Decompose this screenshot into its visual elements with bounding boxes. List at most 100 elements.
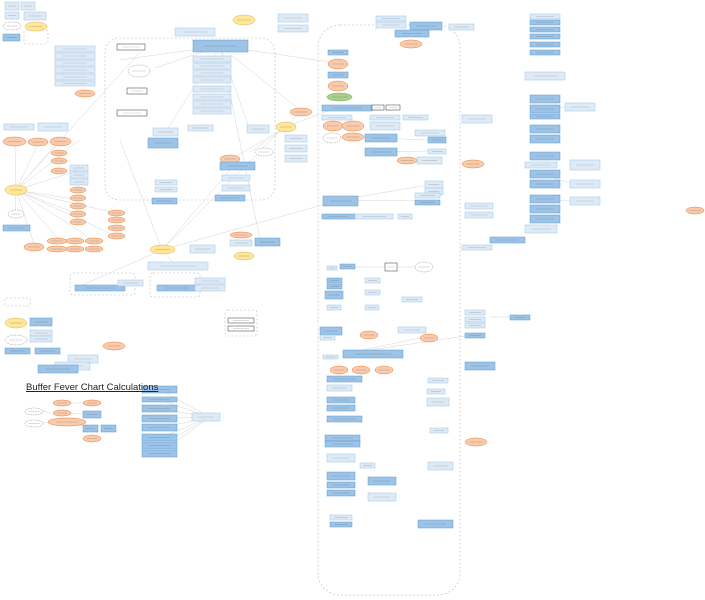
note-box — [464, 322, 486, 329]
note-box — [277, 13, 309, 23]
process-box — [214, 194, 246, 202]
note-box — [426, 388, 446, 395]
step-box — [227, 325, 255, 332]
note-box — [284, 134, 308, 143]
note-box — [192, 76, 232, 84]
event-node — [107, 224, 126, 232]
process-box — [529, 124, 561, 134]
event-node — [69, 210, 87, 218]
note-box — [194, 284, 226, 292]
note-box — [464, 202, 494, 210]
step-box — [116, 109, 148, 117]
connector-line — [161, 169, 231, 251]
event-node — [49, 136, 72, 147]
process-box — [427, 136, 447, 144]
step-box — [116, 43, 146, 51]
note-box — [191, 412, 221, 422]
note-box — [321, 114, 353, 121]
note-box — [54, 52, 96, 60]
process-box — [141, 433, 178, 442]
connector-line — [15, 51, 141, 191]
note-box — [277, 24, 309, 33]
connector-line — [15, 189, 36, 248]
event-node — [69, 194, 87, 202]
process-box — [529, 151, 561, 161]
note-box — [29, 335, 53, 343]
event-node — [69, 218, 87, 226]
start-node — [275, 121, 297, 133]
process-box — [529, 214, 561, 224]
note-box — [192, 69, 232, 77]
note-box — [37, 122, 69, 132]
decision-node — [24, 419, 44, 428]
diagram-container — [224, 309, 258, 337]
connector-line — [229, 126, 287, 161]
process-box — [342, 349, 404, 359]
event-node — [2, 136, 27, 147]
process-box — [219, 161, 256, 171]
decision-node — [7, 209, 25, 219]
note-box — [4, 11, 20, 20]
connector-line — [42, 410, 51, 414]
note-box — [192, 100, 232, 108]
diagram-container — [23, 29, 49, 45]
start-node — [24, 21, 48, 32]
note-box — [524, 161, 558, 169]
note-box — [569, 196, 601, 206]
note-box — [194, 277, 226, 285]
process-box — [322, 195, 359, 207]
event-node — [27, 137, 49, 147]
process-box — [327, 71, 349, 79]
event-node — [327, 80, 349, 92]
note-box — [154, 186, 178, 193]
decision-node — [127, 64, 151, 78]
process-box — [529, 19, 561, 26]
note-box — [69, 171, 89, 179]
process-box — [529, 94, 561, 104]
process-box — [4, 347, 31, 355]
start-node — [4, 317, 28, 329]
note-box — [426, 397, 450, 407]
connector-line — [79, 249, 163, 287]
note-box — [174, 27, 216, 37]
process-box — [324, 290, 344, 300]
connector-line — [15, 139, 81, 191]
process-box — [327, 49, 349, 56]
start-node — [233, 251, 255, 261]
note-box — [326, 384, 353, 392]
note-box — [189, 244, 216, 254]
note-box — [326, 265, 338, 271]
event-node — [107, 209, 126, 217]
connector-line — [15, 189, 61, 242]
process-box — [141, 423, 178, 432]
event-node — [84, 237, 104, 245]
event-node — [102, 341, 126, 351]
process-box — [489, 236, 526, 244]
connector-line — [14, 140, 17, 191]
note-box — [461, 114, 493, 124]
event-node — [329, 365, 349, 375]
event-node — [84, 245, 104, 253]
note-box — [192, 62, 232, 70]
event-node — [107, 216, 126, 224]
event-node — [50, 157, 68, 165]
note-box — [375, 21, 407, 29]
note-box — [54, 80, 96, 87]
note-box — [427, 377, 449, 384]
process-box — [141, 404, 178, 413]
process-box — [326, 471, 356, 481]
process-box — [529, 194, 561, 204]
note-box — [364, 304, 380, 311]
process-box — [151, 197, 178, 205]
note-box — [367, 492, 397, 502]
note-box — [326, 304, 342, 311]
decision-node — [414, 261, 434, 273]
process-box — [326, 481, 356, 489]
note-box — [397, 326, 427, 334]
decision-node — [322, 132, 342, 144]
note-box — [322, 354, 339, 360]
process-box — [529, 169, 561, 179]
process-box — [394, 29, 430, 38]
note-box — [464, 211, 494, 219]
note-box — [359, 462, 376, 469]
